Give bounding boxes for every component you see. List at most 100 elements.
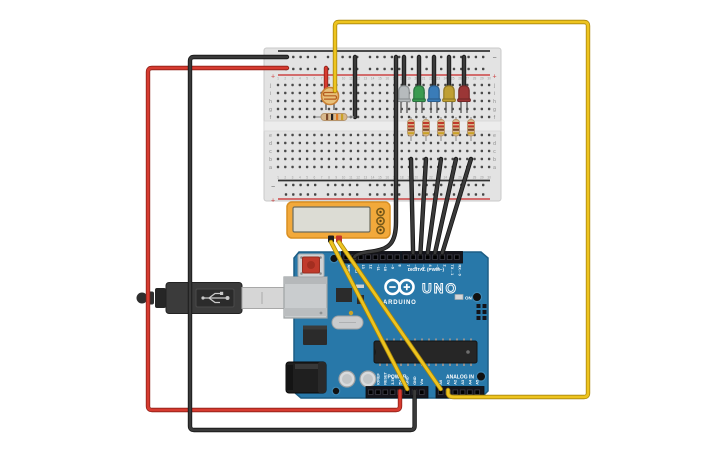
rail-hole[interactable] bbox=[356, 193, 359, 196]
breadboard-hole[interactable] bbox=[487, 149, 491, 153]
breadboard-hole[interactable] bbox=[480, 157, 484, 161]
breadboard-hole[interactable] bbox=[378, 107, 382, 111]
breadboard-hole[interactable] bbox=[276, 157, 280, 161]
breadboard-hole[interactable] bbox=[313, 133, 316, 137]
breadboard-hole[interactable] bbox=[386, 99, 389, 103]
breadboard-hole[interactable] bbox=[298, 165, 302, 169]
breadboard-hole[interactable] bbox=[305, 107, 309, 111]
breadboard-hole[interactable] bbox=[349, 107, 352, 111]
breadboard-hole[interactable] bbox=[422, 107, 425, 111]
breadboard-hole[interactable] bbox=[466, 157, 469, 161]
breadboard-hole[interactable] bbox=[415, 149, 418, 153]
breadboard-hole[interactable] bbox=[466, 149, 469, 153]
breadboard-hole[interactable] bbox=[473, 157, 476, 161]
rail-hole[interactable] bbox=[390, 55, 394, 59]
rail-hole[interactable] bbox=[368, 67, 372, 71]
breadboard-hole[interactable] bbox=[422, 83, 425, 87]
breadboard-hole[interactable] bbox=[320, 83, 323, 87]
breadboard-hole[interactable] bbox=[356, 115, 360, 119]
breadboard-hole[interactable] bbox=[371, 133, 374, 137]
multimeter[interactable] bbox=[286, 201, 391, 243]
breadboard-hole[interactable] bbox=[305, 141, 309, 145]
breadboard-hole[interactable] bbox=[342, 91, 345, 95]
breadboard-hole[interactable] bbox=[313, 141, 316, 145]
breadboard-hole[interactable] bbox=[298, 83, 302, 87]
rail-hole[interactable] bbox=[410, 55, 414, 59]
breadboard-hole[interactable] bbox=[400, 133, 403, 137]
rail-hole[interactable] bbox=[383, 183, 386, 187]
breadboard-hole[interactable] bbox=[276, 99, 280, 103]
rail-hole[interactable] bbox=[299, 183, 302, 187]
pin-socket[interactable] bbox=[387, 254, 393, 260]
rail-hole[interactable] bbox=[440, 193, 443, 196]
pin-socket[interactable] bbox=[372, 254, 379, 260]
pin-socket[interactable] bbox=[375, 389, 381, 395]
rail-hole[interactable] bbox=[474, 183, 478, 187]
rail-hole[interactable] bbox=[467, 183, 470, 187]
breadboard-hole[interactable] bbox=[458, 141, 462, 145]
breadboard-hole[interactable] bbox=[429, 115, 433, 119]
rail-hole[interactable] bbox=[390, 67, 394, 71]
breadboard-hole[interactable] bbox=[284, 149, 287, 153]
divider-resistor[interactable] bbox=[316, 113, 354, 121]
rail-hole[interactable] bbox=[368, 183, 372, 187]
wire-yellow-w-ldr-a1[interactable] bbox=[333, 20, 590, 399]
breadboard-hole[interactable] bbox=[276, 149, 280, 153]
breadboard-hole[interactable] bbox=[327, 157, 331, 161]
breadboard-hole[interactable] bbox=[407, 149, 411, 153]
breadboard-hole[interactable] bbox=[320, 149, 323, 153]
pin-socket[interactable] bbox=[367, 389, 374, 395]
breadboard-hole[interactable] bbox=[487, 141, 491, 145]
breadboard-hole[interactable] bbox=[291, 149, 294, 153]
led-red[interactable] bbox=[457, 85, 471, 113]
breadboard-hole[interactable] bbox=[444, 133, 447, 137]
breadboard-hole[interactable] bbox=[400, 157, 403, 161]
rail-hole[interactable] bbox=[482, 183, 485, 187]
breadboard-hole[interactable] bbox=[276, 115, 280, 119]
pin-socket[interactable] bbox=[446, 254, 453, 260]
wire-black-w-pin6[interactable] bbox=[409, 157, 415, 255]
rail-hole[interactable] bbox=[348, 183, 352, 187]
breadboard-hole[interactable] bbox=[320, 133, 323, 137]
rail-hole[interactable] bbox=[284, 183, 288, 187]
breadboard-hole[interactable] bbox=[284, 141, 287, 145]
breadboard-hole[interactable] bbox=[458, 149, 462, 153]
breadboard-hole[interactable] bbox=[407, 107, 411, 111]
rail-hole[interactable] bbox=[482, 55, 485, 59]
breadboard-hole[interactable] bbox=[386, 133, 389, 137]
led-blue[interactable] bbox=[427, 85, 441, 113]
breadboard-hole[interactable] bbox=[335, 141, 338, 145]
breadboard-hole[interactable] bbox=[436, 141, 440, 145]
rail-hole[interactable] bbox=[467, 193, 470, 196]
breadboard-hole[interactable] bbox=[349, 91, 352, 95]
breadboard-hole[interactable] bbox=[276, 141, 280, 145]
wire-yellow-w-probe-pos[interactable] bbox=[337, 240, 443, 391]
rail-hole[interactable] bbox=[452, 55, 456, 59]
breadboard-hole[interactable] bbox=[466, 141, 469, 145]
breadboard-hole[interactable] bbox=[407, 141, 411, 145]
icsp-pin[interactable] bbox=[476, 316, 481, 320]
pin-socket[interactable] bbox=[389, 389, 396, 395]
rail-hole[interactable] bbox=[383, 67, 386, 71]
breadboard-hole[interactable] bbox=[356, 141, 360, 145]
breadboard-hole[interactable] bbox=[313, 115, 316, 119]
wire-black-w-pin2[interactable] bbox=[440, 157, 473, 255]
breadboard-hole[interactable] bbox=[305, 157, 309, 161]
breadboard-hole[interactable] bbox=[378, 115, 382, 119]
wire-black-w-pin5[interactable] bbox=[419, 157, 428, 255]
breadboard-hole[interactable] bbox=[291, 165, 294, 169]
breadboard-hole[interactable] bbox=[364, 99, 367, 103]
breadboard-hole[interactable] bbox=[284, 107, 287, 111]
breadboard-hole[interactable] bbox=[407, 83, 411, 87]
rail-hole[interactable] bbox=[299, 67, 302, 71]
led-white[interactable] bbox=[397, 85, 411, 113]
breadboard-hole[interactable] bbox=[466, 115, 469, 119]
breadboard-hole[interactable] bbox=[386, 107, 389, 111]
breadboard-hole[interactable] bbox=[342, 107, 345, 111]
icsp-pin[interactable] bbox=[476, 310, 481, 314]
breadboard-hole[interactable] bbox=[458, 83, 462, 87]
breadboard-hole[interactable] bbox=[429, 149, 433, 153]
pin-socket[interactable] bbox=[419, 389, 425, 395]
breadboard-hole[interactable] bbox=[473, 91, 476, 95]
breadboard-hole[interactable] bbox=[313, 107, 316, 111]
